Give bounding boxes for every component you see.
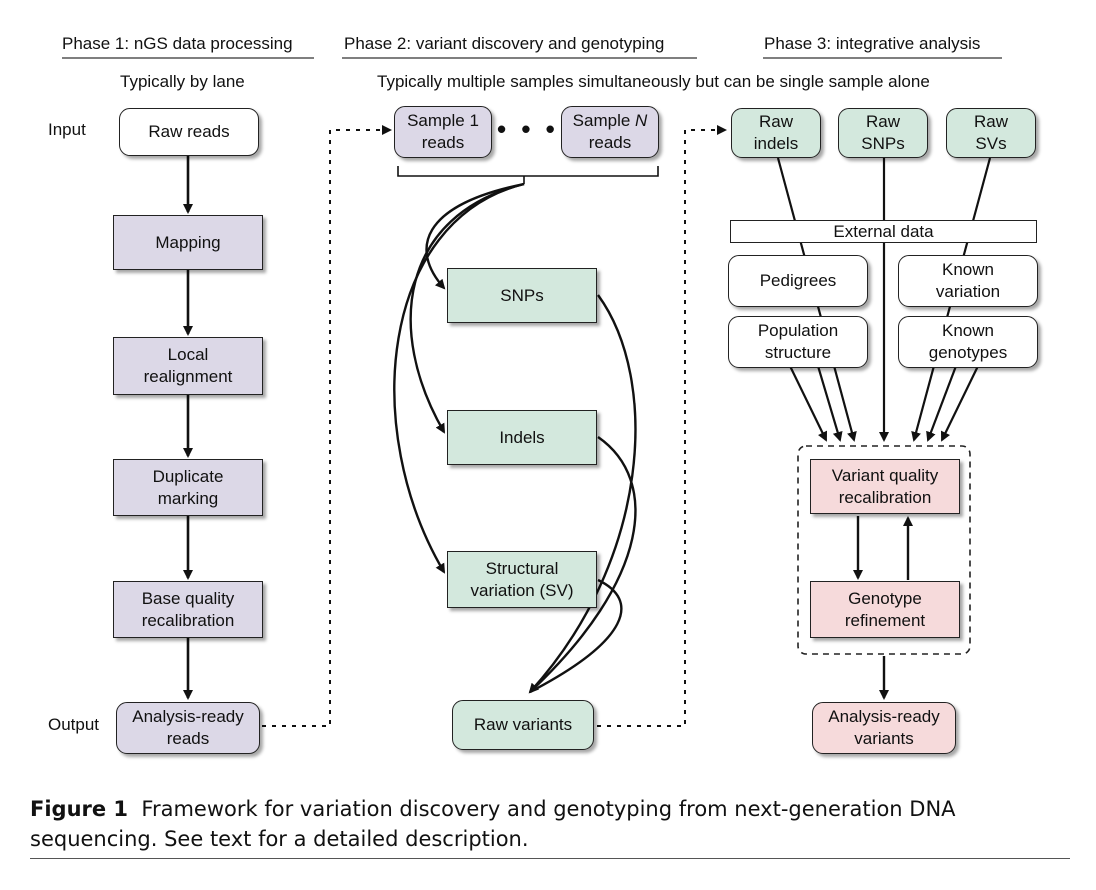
phase1-subtitle: Typically by lane [120, 72, 245, 91]
analysis-ready-variants-line2: variants [854, 729, 914, 748]
samples-bracket [397, 166, 659, 184]
mapping-node: Mapping [113, 215, 263, 270]
external-data-label: External data [833, 221, 934, 241]
sample1-line1: Sample 1 [407, 111, 479, 130]
snps-label: SNPs [500, 285, 544, 305]
genotype-refinement-node: Genotype refinement [810, 581, 960, 638]
structural-variation-node: Structural variation (SV) [447, 551, 597, 608]
phase3-title: Phase 3: integrative analysis [764, 34, 981, 53]
sv-line2: variation (SV) [470, 580, 574, 600]
base-quality-node: Base quality recalibration [113, 581, 263, 638]
sampleN-variable: N [635, 111, 648, 130]
population-structure-line2: structure [764, 343, 832, 362]
base-quality-line1: Base quality [141, 588, 235, 608]
raw-svs-line1: Raw [973, 112, 1008, 131]
raw-reads-node: Raw reads [119, 108, 259, 156]
indels-label: Indels [499, 427, 545, 447]
raw-variants-label: Raw variants [473, 715, 573, 734]
input-label: Input [48, 120, 86, 139]
duplicate-marking-line1: Duplicate [152, 466, 224, 486]
phase-dotted-links [262, 125, 727, 727]
local-realignment-line2: realignment [143, 367, 233, 386]
raw-svs-line2: SVs [975, 134, 1007, 153]
phase2-subtitle: Typically multiple samples simultaneousl… [377, 72, 930, 91]
population-structure-line1: Population [757, 321, 839, 340]
known-genotypes-node: Known genotypes [898, 316, 1038, 368]
analysis-ready-reads-node: Analysis-ready reads [116, 702, 260, 754]
known-variation-line2: variation [935, 282, 1001, 301]
base-quality-line2: recalibration [141, 610, 235, 630]
raw-indels-node: Raw indels [731, 108, 821, 158]
known-variation-line1: Known [942, 260, 994, 279]
snps-node: SNPs [447, 268, 597, 323]
raw-snps-node: Raw SNPs [838, 108, 928, 158]
population-structure-node: Population structure [728, 316, 868, 368]
duplicate-marking-node: Duplicate marking [113, 459, 263, 516]
phase1-title: Phase 1: nGS data processing [62, 34, 293, 53]
sampleN-line2: reads [588, 133, 632, 152]
raw-snps-line2: SNPs [861, 134, 905, 153]
phase3-lines [776, 157, 992, 442]
figure-caption: Figure 1 Framework for variation discove… [30, 794, 1070, 854]
external-data-bar: External data [730, 220, 1037, 243]
duplicate-marking-line2: marking [157, 488, 219, 508]
phase2-curves [393, 182, 525, 574]
raw-indels-line2: indels [753, 134, 799, 153]
variant-quality-line1: Variant quality [831, 465, 939, 485]
output-label: Output [48, 715, 100, 734]
figure-caption-text: Framework for variation discovery and ge… [30, 797, 956, 851]
refinement-group-box [797, 445, 971, 655]
sampleN-reads-node: Sample N reads [561, 106, 659, 158]
analysis-ready-variants-line1: Analysis-ready [828, 707, 940, 726]
known-genotypes-line1: Known [942, 321, 994, 340]
variant-quality-recalibration-node: Variant quality recalibration [810, 459, 960, 514]
indels-node: Indels [447, 410, 597, 465]
genotype-refinement-line2: refinement [844, 610, 926, 630]
phase2-to-raw [528, 294, 637, 694]
raw-variants-node: Raw variants [452, 700, 594, 750]
known-variation-node: Known variation [898, 255, 1038, 307]
analysis-ready-variants-node: Analysis-ready variants [812, 702, 956, 754]
sv-line1: Structural [485, 558, 559, 578]
sample1-line2: reads [421, 133, 465, 152]
pedigrees-label: Pedigrees [759, 271, 837, 290]
variant-quality-line2: recalibration [838, 487, 932, 507]
genotype-refinement-line1: Genotype [848, 588, 922, 608]
caption-rule [30, 858, 1070, 859]
analysis-ready-reads-line2: reads [166, 729, 210, 748]
local-realignment-node: Local realignment [113, 337, 263, 395]
sampleN-prefix: Sample [572, 111, 636, 130]
mapping-label: Mapping [155, 232, 221, 252]
analysis-ready-reads-line1: Analysis-ready [132, 707, 244, 726]
local-realignment-line1: Local [167, 345, 209, 364]
figure-caption-label: Figure 1 [30, 797, 129, 821]
pedigrees-node: Pedigrees [728, 255, 868, 307]
phase2-title: Phase 2: variant discovery and genotypin… [344, 34, 665, 53]
raw-svs-node: Raw SVs [946, 108, 1036, 158]
sampleN-line1: Sample N [573, 110, 648, 132]
refinement-arrows [853, 516, 913, 700]
raw-reads-label: Raw reads [148, 122, 230, 141]
raw-indels-line1: Raw [758, 112, 793, 131]
sample1-reads-node: Sample 1 reads [394, 106, 492, 158]
raw-snps-line1: Raw [865, 112, 900, 131]
known-genotypes-line2: genotypes [928, 343, 1008, 362]
